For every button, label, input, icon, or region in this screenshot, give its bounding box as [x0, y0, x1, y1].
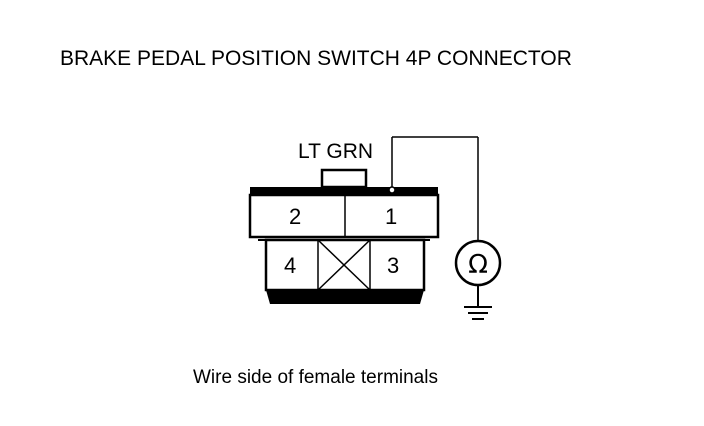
connector-top-rail	[250, 187, 438, 195]
terminal-4: 4	[284, 253, 296, 278]
probe-point	[388, 186, 396, 194]
connector-body	[248, 168, 440, 304]
diagram-title: BRAKE PEDAL POSITION SWITCH 4P CONNECTOR	[60, 47, 572, 70]
terminal-3: 3	[387, 253, 399, 278]
ohm-symbol: Ω	[468, 250, 488, 280]
ground-icon	[464, 285, 492, 320]
diagram-caption: Wire side of female terminals	[193, 367, 438, 388]
terminal-1: 1	[385, 204, 397, 229]
locking-tab	[320, 168, 368, 189]
empty-cavity-x	[317, 239, 371, 291]
upper-row-housing	[248, 193, 440, 239]
wire-color-label: LT GRN	[298, 140, 373, 163]
probe-wire	[391, 136, 479, 240]
connector-bottom-flange	[266, 290, 424, 304]
terminal-2: 2	[289, 204, 301, 229]
